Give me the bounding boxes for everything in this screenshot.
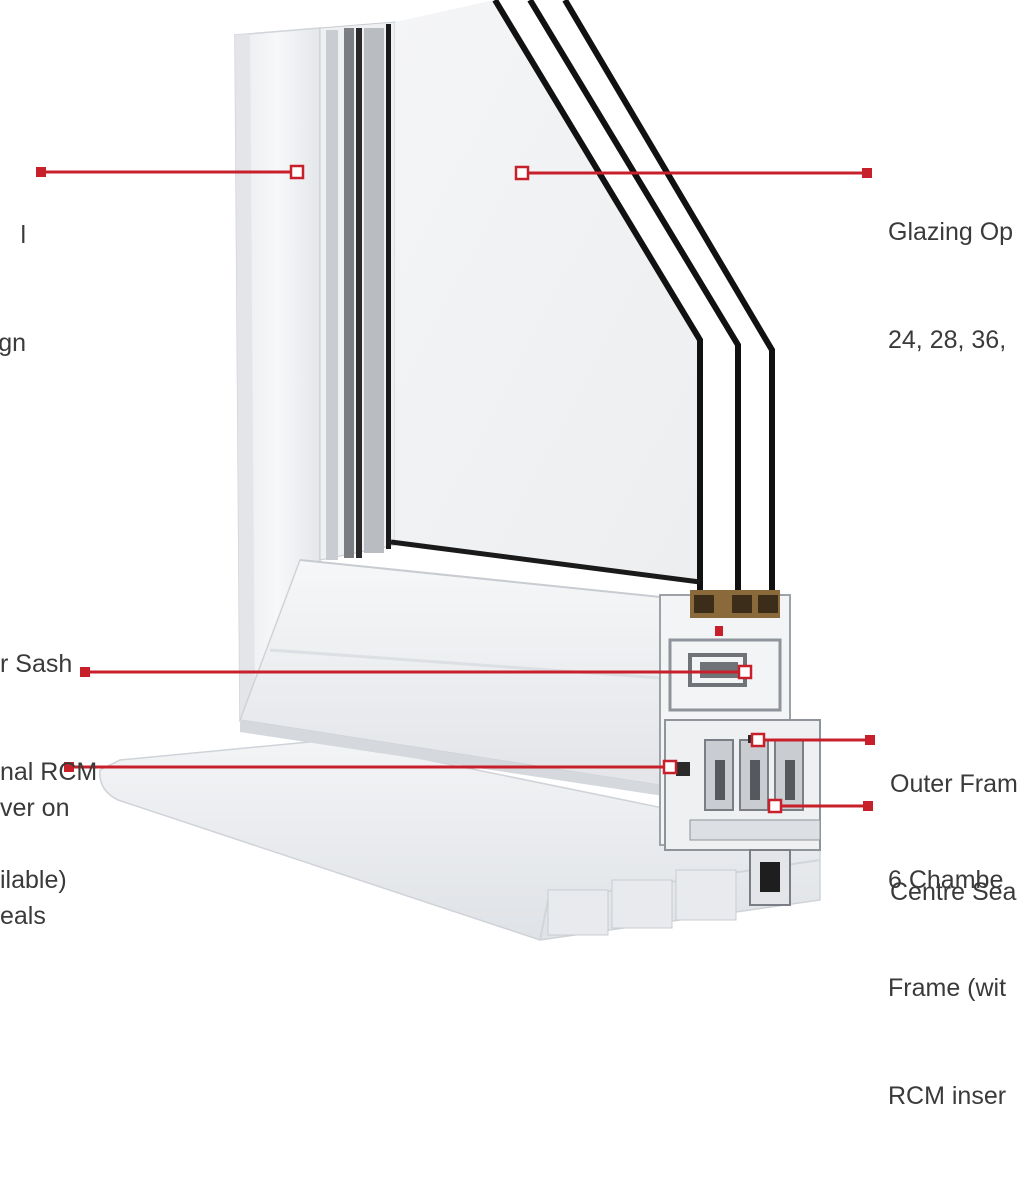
callout-chamber-line-1: 6 Chambe — [888, 866, 1004, 894]
leader-lines — [36, 164, 875, 814]
callout-left-top-line-2: gn — [0, 329, 26, 357]
leader-chamber — [767, 798, 873, 814]
callout-glazing: Glazing Op 24, 28, 36, — [888, 142, 1013, 430]
triple-glazing — [390, 0, 775, 600]
callout-left-top-line-1: l — [20, 221, 26, 249]
callout-seals-line-2: eals — [0, 902, 46, 930]
window-sill — [99, 739, 821, 941]
leader-seals — [64, 759, 678, 775]
callout-centre-seal-line-2: Centre Sea — [890, 878, 1017, 906]
leader-sash — [80, 664, 753, 680]
callout-sash-line-2: nal RCM — [0, 758, 98, 786]
callout-sash-line-3: ilable) — [0, 866, 67, 894]
callout-sash-line-1: r Sash — [0, 650, 73, 678]
callout-chamber-line-2: Frame (wit — [888, 974, 1007, 1002]
callout-glazing-line-1: Glazing Op — [888, 218, 1014, 246]
leader-centre-seal — [750, 732, 875, 748]
window-profile-diagram: l gn Glazing Op 24, 28, 36, r Sash nal R… — [0, 0, 1018, 1110]
callout-centre-seal: Outer Fram Centre Sea — [890, 694, 1018, 982]
leader-glazing — [514, 165, 872, 181]
callout-sash: r Sash nal RCM ilable) — [0, 574, 97, 970]
callout-centre-seal-line-1: Outer Fram — [890, 770, 1018, 798]
leader-left-top — [36, 164, 305, 180]
callout-left-top: l gn — [0, 145, 26, 433]
callout-glazing-line-2: 24, 28, 36, — [888, 326, 1007, 354]
callout-seals: ver on eals — [0, 718, 69, 1006]
callout-chamber-line-3: RCM inser — [888, 1082, 1007, 1110]
window-cutaway-illustration — [36, 0, 875, 941]
callout-chamber: 6 Chambe Frame (wit RCM inser — [888, 790, 1006, 1186]
sash-frame — [319, 21, 396, 561]
callout-seals-line-1: ver on — [0, 794, 70, 822]
